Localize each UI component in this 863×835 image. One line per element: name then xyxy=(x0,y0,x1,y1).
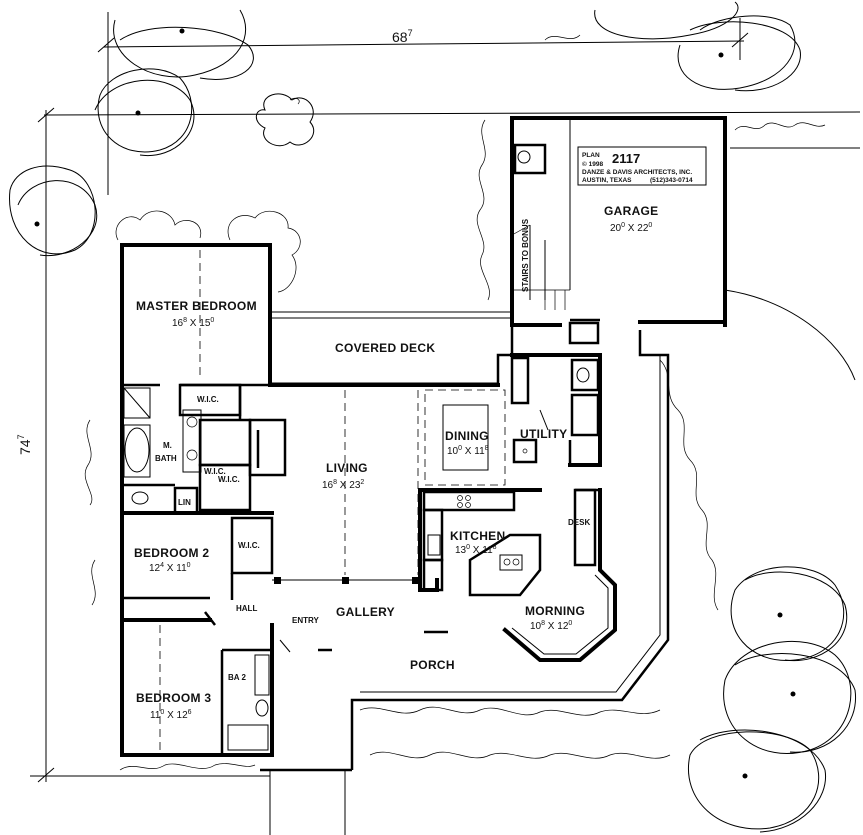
title-plan-word: PLAN xyxy=(582,152,600,159)
bedroom3-size: 110 X 126 xyxy=(150,709,192,721)
garage-size: 200 X 220 xyxy=(610,222,652,234)
bedroom2-label: BEDROOM 2 xyxy=(134,546,209,560)
porch-rails xyxy=(260,330,670,835)
title-location: AUSTIN, TEXAS xyxy=(582,177,632,184)
master-bath-walls xyxy=(122,383,287,515)
title-block xyxy=(577,146,707,186)
title-plan-number: 2117 xyxy=(612,151,640,166)
dining-label: DINING xyxy=(445,429,489,443)
master-bedroom-label: MASTER BEDROOM xyxy=(136,299,257,313)
covered-deck-label: COVERED DECK xyxy=(335,341,435,355)
morning-bay xyxy=(511,574,609,655)
mbath-label-2: BATH xyxy=(155,454,177,463)
wic-bath-b-label: W.I.C. xyxy=(218,475,240,484)
living-label: LIVING xyxy=(326,461,368,475)
master-bedroom-walls xyxy=(122,250,270,420)
linen-label: LIN xyxy=(178,498,191,507)
ba2-label: BA 2 xyxy=(228,673,246,682)
wic-bath-a-label: W.I.C. xyxy=(204,467,226,476)
desk-label: DESK xyxy=(568,518,590,527)
depth-dimension: 747 xyxy=(16,434,33,455)
dining-outline xyxy=(424,389,506,486)
dimension-lines xyxy=(30,12,861,783)
width-dimension: 687 xyxy=(392,28,413,45)
living-size: 168 X 232 xyxy=(322,479,364,491)
entry-label: ENTRY xyxy=(292,616,319,625)
utility-label: UTILITY xyxy=(520,427,567,441)
living-outline xyxy=(344,390,419,575)
wic-master-label: W.I.C. xyxy=(197,395,219,404)
covered-deck-outline xyxy=(272,311,512,384)
bedroom2-size: 124 X 110 xyxy=(149,562,191,574)
utility-walls xyxy=(510,318,600,465)
master-bedroom-size: 168 X 150 xyxy=(172,317,214,329)
landscape-trees xyxy=(9,1,857,833)
bedroom3-walls xyxy=(120,618,272,755)
bedroom3-label: BEDROOM 3 xyxy=(136,691,211,705)
shrubs xyxy=(84,34,826,771)
hall-label: HALL xyxy=(236,604,257,613)
porch-label: PORCH xyxy=(410,658,455,672)
title-year: © 1998 xyxy=(582,160,603,168)
gallery-label: GALLERY xyxy=(336,605,395,619)
mbath-label-1: M. xyxy=(163,441,172,450)
kitchen-size: 130 X 118 xyxy=(455,544,497,556)
kitchen-counters xyxy=(422,488,600,597)
morning-size: 108 X 120 xyxy=(530,620,572,632)
gallery-columns xyxy=(270,577,448,653)
wic-bed2-label: W.I.C. xyxy=(238,541,260,550)
stairs-label: STAIRS TO BONUS xyxy=(521,218,530,292)
kitchen-label: KITCHEN xyxy=(450,529,505,543)
stairs xyxy=(511,224,570,310)
dining-size: 100 X 118 xyxy=(447,445,489,457)
garage-walls xyxy=(510,116,856,381)
garage-label: GARAGE xyxy=(604,204,658,218)
title-firm: DANZE & DAVIS ARCHITECTS, INC. xyxy=(582,169,692,176)
morning-label: MORNING xyxy=(525,604,585,618)
title-phone: (512)343-0714 xyxy=(650,177,693,184)
